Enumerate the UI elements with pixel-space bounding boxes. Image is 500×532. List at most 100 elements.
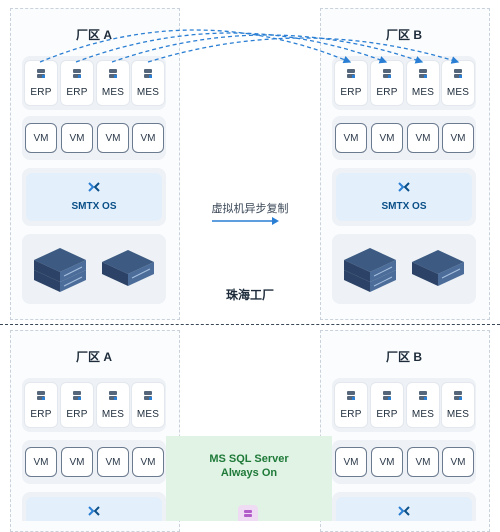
app-label: ERP bbox=[340, 87, 362, 98]
smtx-logo-icon bbox=[398, 506, 410, 516]
database-icon bbox=[383, 391, 391, 400]
server-icon bbox=[102, 250, 154, 286]
factory-a-title: 厂区 A bbox=[75, 350, 112, 364]
replication-label: 虚拟机异步复制 bbox=[211, 203, 289, 215]
vm-box: VM bbox=[25, 123, 57, 153]
replication-arrow-icon bbox=[212, 217, 279, 225]
app-card-erp: ERP bbox=[61, 61, 93, 105]
app-label: MES bbox=[446, 409, 470, 420]
database-icon bbox=[419, 391, 427, 400]
vm-box: VM bbox=[61, 123, 93, 153]
app-card-erp: ERP bbox=[335, 383, 367, 427]
app-label: ERP bbox=[376, 87, 398, 98]
os-panel-b-bottom bbox=[332, 492, 476, 521]
app-card-erp: ERP bbox=[61, 383, 93, 427]
app-card-erp: ERP bbox=[25, 383, 57, 427]
smtx-os-box: SMTX OS bbox=[336, 173, 472, 221]
os-panel-a: SMTX OS bbox=[22, 168, 166, 226]
database-icon bbox=[419, 69, 427, 78]
app-label: ERP bbox=[30, 409, 52, 420]
database-icon bbox=[109, 69, 117, 78]
sql-server-label: MS SQL Server Always On bbox=[166, 452, 332, 480]
database-icon bbox=[347, 391, 355, 400]
app-label: MES bbox=[101, 409, 125, 420]
smtx-os-label: SMTX OS bbox=[381, 201, 427, 212]
database-icon bbox=[37, 69, 45, 78]
replication-arc bbox=[39, 29, 352, 64]
replication-arc bbox=[75, 32, 388, 64]
database-sync-icon bbox=[238, 505, 258, 521]
app-card-mes: MES bbox=[132, 383, 164, 427]
vm-panel-b: VM VM VM VM bbox=[332, 116, 476, 160]
server-icon bbox=[34, 248, 86, 292]
vm-box: VM bbox=[25, 447, 57, 477]
replication-arc bbox=[147, 37, 460, 64]
app-card-mes: MES bbox=[407, 383, 439, 427]
app-label: MES bbox=[136, 409, 160, 420]
app-label: ERP bbox=[376, 409, 398, 420]
app-panel-a-bottom: ERP ERP MES MES bbox=[22, 378, 166, 432]
vm-box: VM bbox=[61, 447, 93, 477]
vm-box: VM bbox=[97, 123, 129, 153]
vm-panel-a-bottom: VM VM VM VM bbox=[22, 440, 166, 484]
vm-box: VM bbox=[371, 123, 403, 153]
database-icon bbox=[109, 391, 117, 400]
smtx-os-box bbox=[336, 497, 472, 521]
app-card-erp: ERP bbox=[371, 61, 403, 105]
app-card-mes: MES bbox=[97, 383, 129, 427]
vm-box: VM bbox=[132, 447, 164, 477]
factory-a-title: 厂区 A bbox=[75, 28, 112, 42]
app-card-erp: ERP bbox=[371, 383, 403, 427]
server-panel-b bbox=[332, 234, 476, 304]
app-label: MES bbox=[411, 409, 435, 420]
factory-b-title: 厂区 B bbox=[385, 28, 422, 42]
app-label: MES bbox=[446, 87, 470, 98]
app-label: ERP bbox=[340, 409, 362, 420]
vm-box: VM bbox=[97, 447, 129, 477]
app-panel-b-bottom: ERP ERP MES MES bbox=[332, 378, 476, 432]
database-icon bbox=[144, 69, 152, 78]
vm-box: VM bbox=[407, 123, 439, 153]
app-card-erp: ERP bbox=[25, 61, 57, 105]
database-icon bbox=[383, 69, 391, 78]
server-icon bbox=[412, 250, 464, 286]
app-card-mes: MES bbox=[442, 383, 474, 427]
database-icon bbox=[347, 69, 355, 78]
app-label: ERP bbox=[66, 409, 88, 420]
vm-box: VM bbox=[407, 447, 439, 477]
section-divider bbox=[0, 324, 500, 325]
sql-line-1: MS SQL Server bbox=[209, 453, 289, 465]
smtx-os-box bbox=[26, 497, 162, 521]
app-label: ERP bbox=[30, 87, 52, 98]
database-icon bbox=[73, 69, 81, 78]
app-label: MES bbox=[136, 87, 160, 98]
sql-line-2: Always On bbox=[220, 467, 278, 479]
database-icon bbox=[144, 391, 152, 400]
server-panel-a bbox=[22, 234, 166, 304]
app-card-mes: MES bbox=[407, 61, 439, 105]
app-panel-b: ERP ERP MES MES bbox=[332, 56, 476, 110]
smtx-os-label: SMTX OS bbox=[71, 201, 117, 212]
vm-box: VM bbox=[442, 123, 474, 153]
app-label: ERP bbox=[66, 87, 88, 98]
database-icon bbox=[37, 391, 45, 400]
replication-arcs bbox=[39, 29, 460, 64]
vm-box: VM bbox=[371, 447, 403, 477]
app-label: MES bbox=[101, 87, 125, 98]
server-icon bbox=[344, 248, 396, 292]
vm-panel-b-bottom: VM VM VM VM bbox=[332, 440, 476, 484]
app-card-mes: MES bbox=[97, 61, 129, 105]
database-icon bbox=[73, 391, 81, 400]
app-card-mes: MES bbox=[442, 61, 474, 105]
app-card-erp: ERP bbox=[335, 61, 367, 105]
replication-arc bbox=[111, 34, 424, 64]
vm-box: VM bbox=[335, 123, 367, 153]
smtx-os-box: SMTX OS bbox=[26, 173, 162, 221]
vm-panel-a: VM VM VM VM bbox=[22, 116, 166, 160]
factory-b-title: 厂区 B bbox=[385, 350, 422, 364]
app-label: MES bbox=[411, 87, 435, 98]
database-icon bbox=[454, 391, 462, 400]
smtx-logo-icon bbox=[398, 182, 410, 192]
app-panel-a: ERP ERP MES MES bbox=[22, 56, 166, 110]
smtx-logo-icon bbox=[88, 506, 100, 516]
